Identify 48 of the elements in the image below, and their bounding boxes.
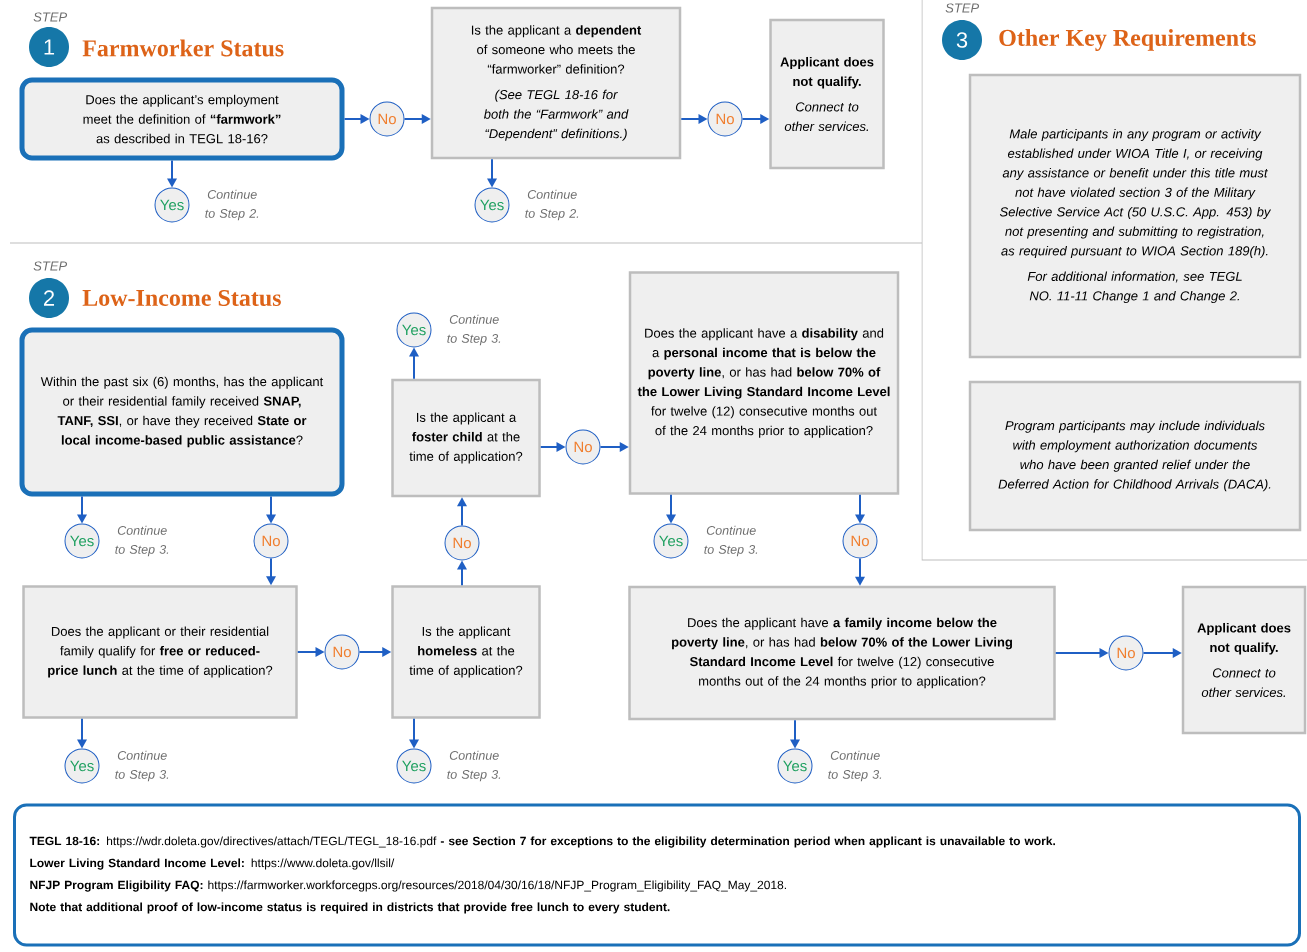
arrow: [790, 719, 800, 749]
question-box: Does the applicant have a family income below the poverty line, or has had below 70% of the Lower Living Standard Income Level for twelve (12) consecutive months out of the 24 months prior to application?: [628, 585, 1056, 721]
section-heading: Other Key Requirements: [999, 29, 1256, 51]
question-box: Applicant does not qualify. Connect to other services.: [769, 18, 885, 170]
question-box: Is the applicant a foster child at the time of application?: [391, 378, 541, 498]
section-heading: Farmworker Status: [82, 39, 284, 57]
arrow: [343, 114, 370, 124]
arrow: [409, 347, 419, 380]
question-box: Applicant does not qualify. Connect to other services.: [1181, 585, 1307, 735]
arrow: [266, 495, 276, 524]
question-box: Male participants in any program or activity established under WIOA Title I, or receiving any assistance or benefit under this title must not have violated section 3 of the Military Selective Service Act (50 U.S.C. App. 453) by not presenting and submitting to registration, as required pursuant to WIOA Section 189(h). For additional information, see TEGL NO. 11-11 Change 1 and Change 2.: [968, 73, 1302, 359]
question-box: Is the applicant homeless at the time of application?: [391, 585, 541, 719]
step-note: Continue to Step 2.: [525, 189, 579, 221]
arrow: [666, 493, 676, 524]
arrow: [741, 114, 770, 124]
step-note: Continue to Step 3.: [115, 750, 169, 782]
arrow: [266, 557, 276, 586]
arrow: [1142, 648, 1182, 658]
question-box: Program participants may include individuals with employment authorization documents who have been granted relief under the Deferred Action for Childhood Arrivals (DACA).: [968, 380, 1302, 532]
step-note: Continue to Step 2.: [205, 189, 259, 221]
step-note: Continue to Step 3.: [115, 525, 169, 557]
arrow: [1054, 648, 1109, 658]
step-note: Continue to Step 3.: [447, 750, 501, 782]
arrow: [77, 717, 87, 749]
arrow: [296, 647, 325, 657]
question-box: Does the applicant have a disability and a personal income that is below the poverty line, or has had below 70% of the Lower Living Standard Income Level for twelve (12) consecutive months out of the 24 months prior to application?: [628, 271, 900, 495]
section-heading: Low-Income Status: [82, 289, 281, 307]
arrow: [358, 647, 392, 657]
arrow: [457, 560, 467, 587]
question-box: Does the applicant or their residential family qualify for free or reduced-price lunch at the time of application?: [22, 585, 298, 719]
step-note: Continue to Step 3.: [447, 314, 501, 346]
arrow: [403, 114, 431, 124]
arrow: [167, 159, 177, 188]
arrow: [77, 495, 87, 524]
step-note: Continue to Step 3.: [704, 525, 758, 557]
arrow: [855, 493, 865, 524]
question-box: Is the applicant a dependent of someone who meets the “farmworker” definition? (See TEGL 18-16 for both the “Farmwork” and “Dependent” definitions.): [430, 6, 682, 160]
reference-note-box: TEGL 18-16: https://wdr.doleta.gov/directives/attach/TEGL/TEGL_18-16.pdf - see Section 7 for exceptions to the eligibility determination period when applicant is unavailable to work. Lower Living Standard Income Level: https://www.doleta.gov/llsil/ NFJP Program Eligibility FAQ: https://farmworker.workforcegps.org/resources/2018/04/30/16/18/NFJP_Program_Eligibility_FAQ_May_2018. Note that additional proof of low-income status is required in districts that provide free lunch to every student.: [13, 803, 1301, 947]
arrow: [487, 158, 497, 188]
arrow: [409, 717, 419, 749]
arrow: [599, 442, 629, 452]
arrow: [457, 497, 467, 527]
question-box: Does the applicant’s employment meet the definition of “farmwork” as described in TEGL 18-16?: [19, 77, 345, 161]
question-box: Within the past six (6) months, has the applicant or their residential family received SNAP, TANF, SSI, or have they received State or local income-based public assistance?: [19, 327, 345, 497]
arrow: [680, 114, 708, 124]
arrow: [539, 442, 566, 452]
arrow: [855, 557, 865, 586]
step-note: Continue to Step 3.: [828, 750, 882, 782]
